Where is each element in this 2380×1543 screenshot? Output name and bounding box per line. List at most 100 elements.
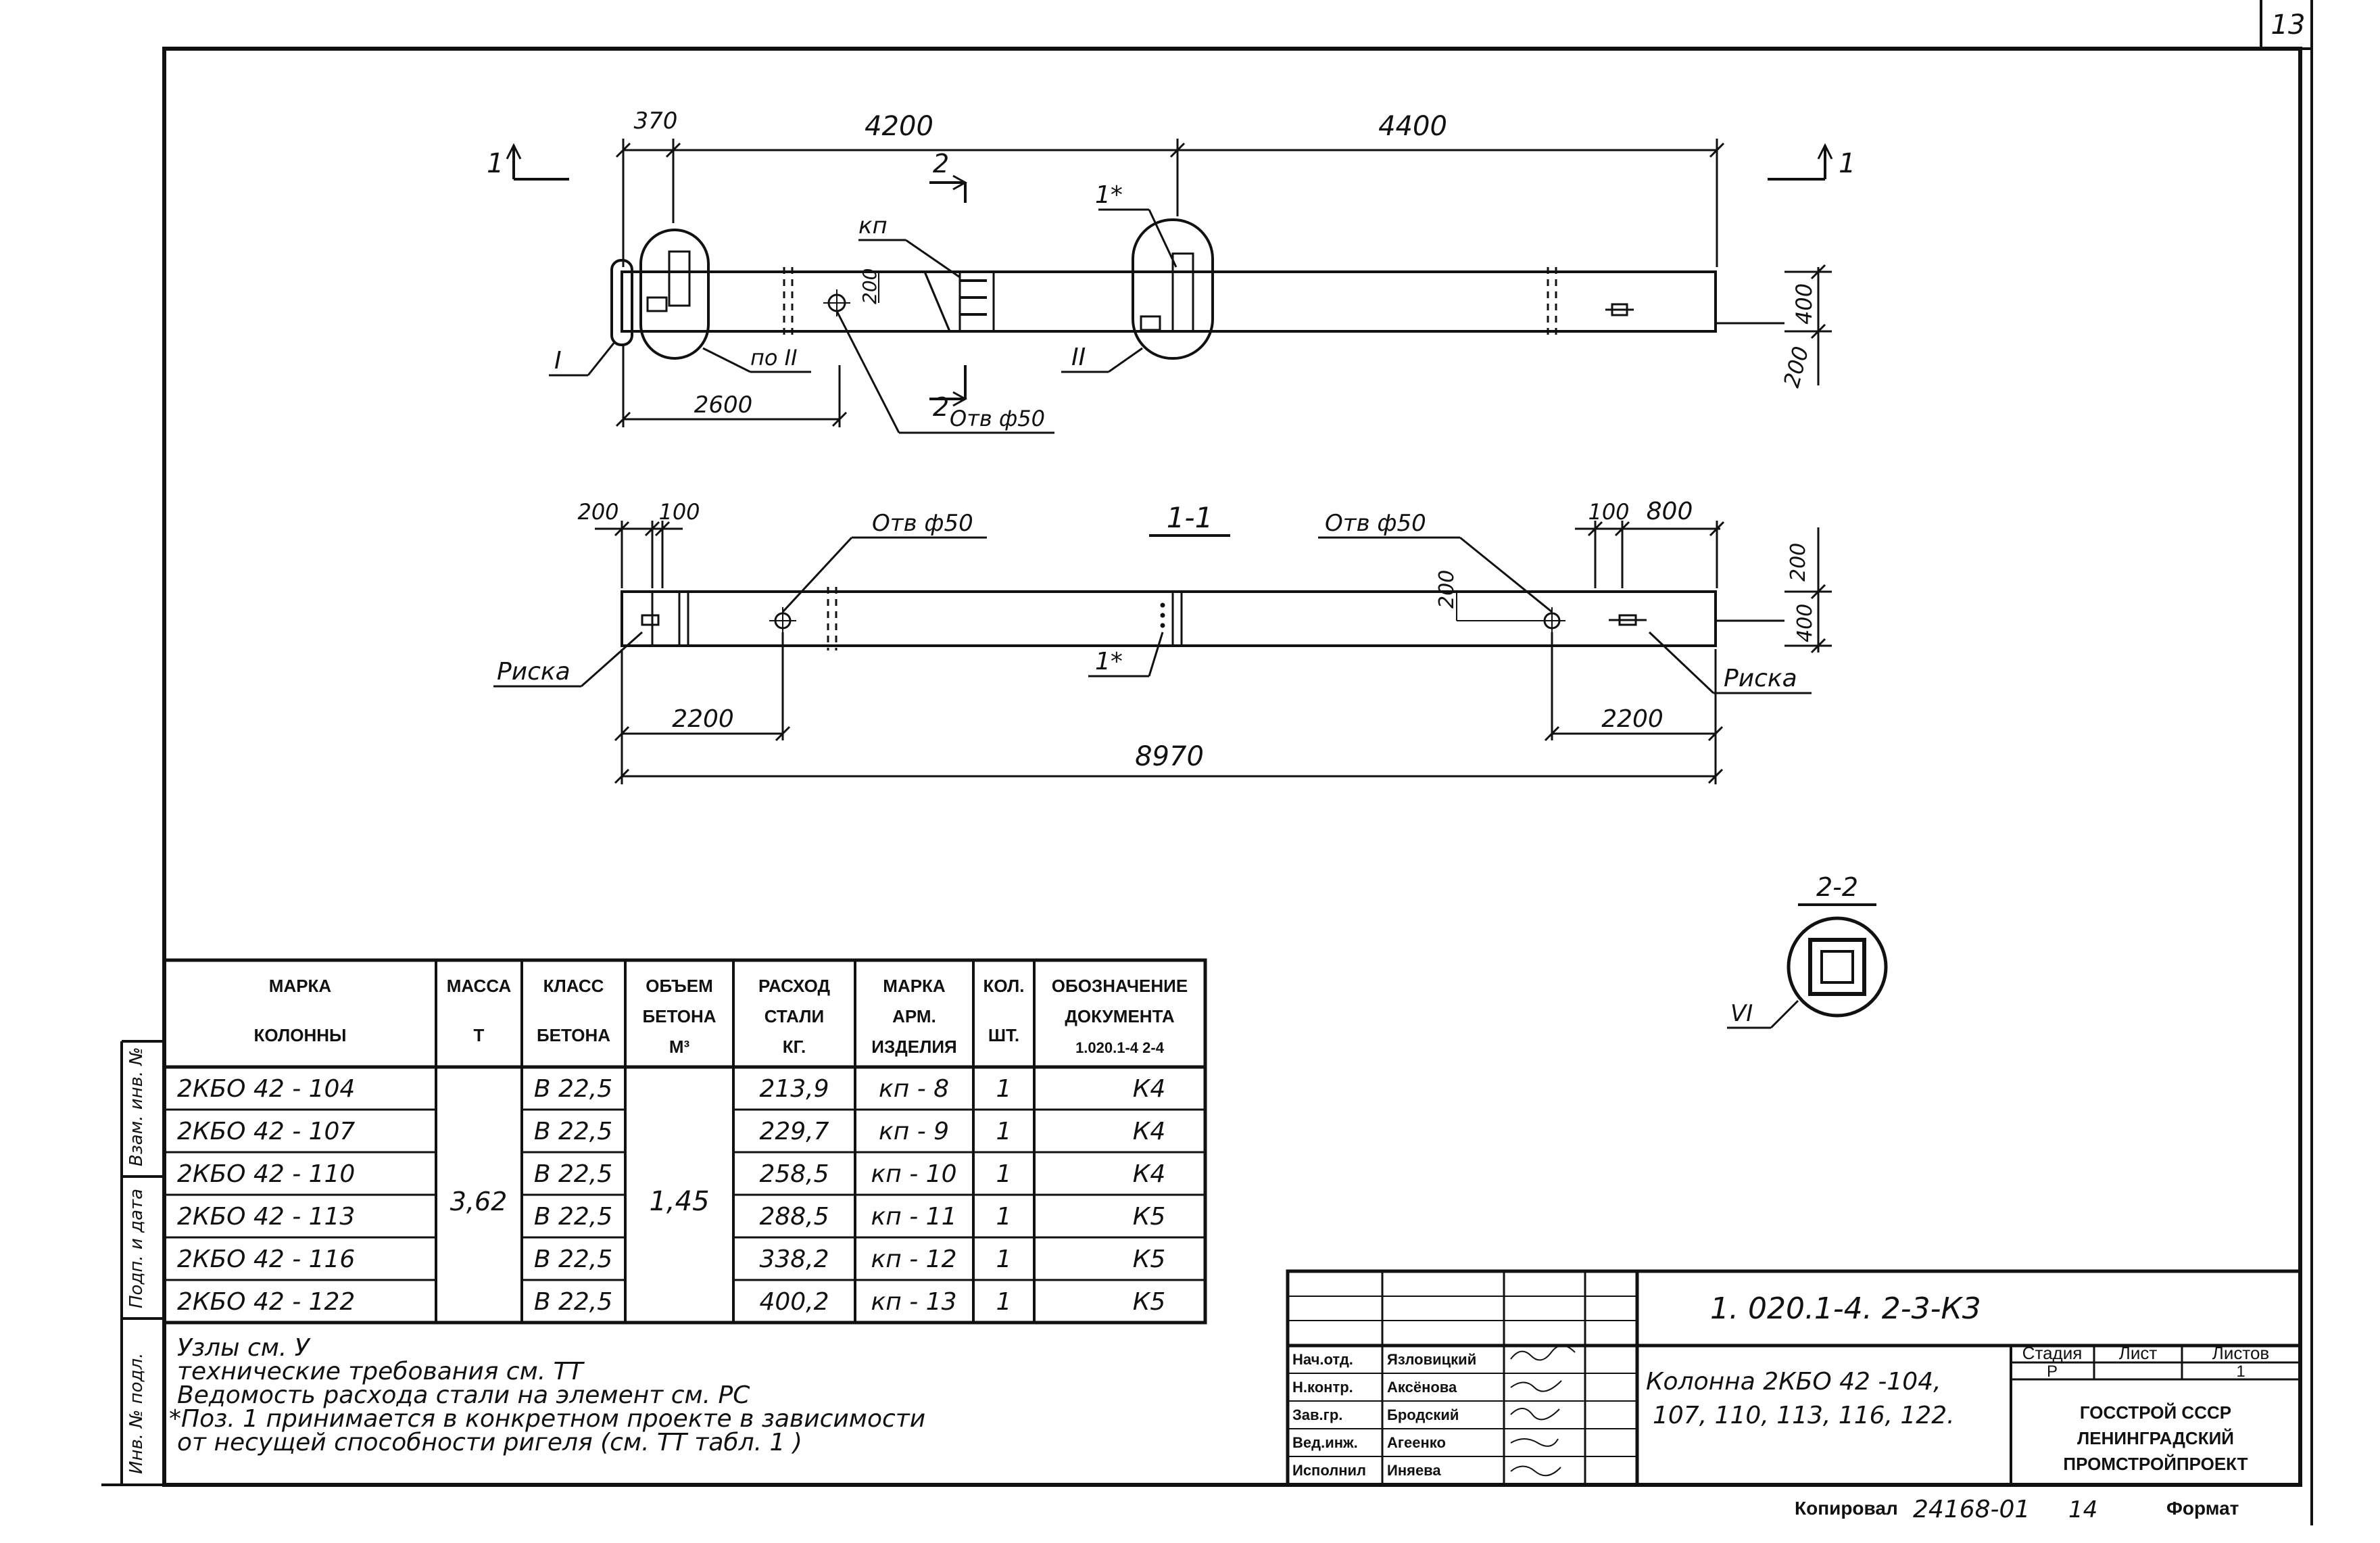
title-block-roles: Нач.отд.ЯзловицкийН.контр.АксёноваЗав.гр… — [1292, 1351, 1476, 1479]
spec-cell-steel: 338,2 — [759, 1245, 829, 1273]
dim-400-plan: 400 — [1791, 283, 1817, 325]
pos-1star-plan: 1* — [1095, 181, 1123, 209]
copy-note: Копировал — [1795, 1498, 1898, 1519]
spec-cell-mark: 2КБО 42 - 107 — [177, 1118, 355, 1145]
note-line-4: *Поз. 1 принимается в конкретном проекте… — [169, 1405, 925, 1433]
spec-cell-doc: К4 — [1133, 1160, 1165, 1188]
spec-header-4-l1: РАСХОД — [758, 976, 831, 996]
spec-header-7-l2: ДОКУМЕНТА — [1065, 1006, 1174, 1026]
beam-section-outline — [621, 590, 1717, 647]
spec-cell-doc: К5 — [1133, 1245, 1165, 1273]
spec-cell-steel: 258,5 — [759, 1160, 829, 1188]
doc-code: 1. 020.1-4. 2-3-К3 — [1710, 1291, 1981, 1326]
dim-8970: 8970 — [1135, 741, 1204, 772]
title-block — [1286, 1269, 2302, 1487]
spec-header-2-l3: БЕТОНА — [537, 1025, 610, 1045]
title-block-name: Бродский — [1387, 1406, 1459, 1423]
title-block-role: Нач.отд. — [1292, 1351, 1353, 1368]
side-stamp-inv: Инв. № подл. — [126, 1353, 147, 1474]
sheets-value: 1 — [2236, 1362, 2245, 1381]
section-2-2: 2-2 VI — [1727, 872, 1888, 1029]
sheet-frame: 13 — [162, 0, 2313, 1525]
note-line-3: Ведомость расхода стали на элемент см. Р… — [177, 1381, 750, 1409]
spec-volume-value: 1,45 — [649, 1186, 709, 1217]
title-block-name: Агеенко — [1387, 1434, 1446, 1451]
spec-mass-value: 3,62 — [450, 1187, 508, 1216]
pos-1star-sec: 1* — [1095, 648, 1123, 675]
dim-200-sec: 200 — [577, 499, 618, 525]
spec-cell-kp: кп - 13 — [871, 1288, 957, 1316]
dim-800-sec: 800 — [1647, 498, 1693, 525]
spec-cell-mark: 2КБО 42 - 104 — [177, 1075, 355, 1103]
spec-cell-doc: К4 — [1133, 1118, 1165, 1145]
dim-400-sec-right: 400 — [1793, 604, 1817, 642]
title-block-name: Язловицкий — [1387, 1351, 1476, 1368]
dim-100-sec-right: 100 — [1588, 499, 1629, 525]
section-2-2-title: 2-2 — [1816, 872, 1858, 902]
spec-cell-steel: 400,2 — [759, 1288, 829, 1316]
spec-header-5-l2: АРМ. — [892, 1006, 936, 1026]
note-line-2: технические требования см. ТТ — [177, 1358, 585, 1385]
spec-cell-kp: кп - 12 — [871, 1245, 957, 1273]
spec-header-5-l1: МАРКА — [883, 976, 946, 996]
spec-cell-concrete: В 22,5 — [534, 1245, 612, 1273]
spec-header-0-l3: КОЛОННЫ — [254, 1025, 347, 1045]
spec-cell-qty: 1 — [996, 1288, 1012, 1316]
dim-200-plan: 200 — [1778, 343, 1814, 390]
title-block-role: Вед.инж. — [1292, 1434, 1358, 1451]
spec-header-3-l3: М³ — [669, 1037, 690, 1057]
section-mark-left: 1 — [487, 148, 504, 179]
notes: Узлы см. У технические требования см. ТТ… — [169, 1334, 925, 1456]
note-line-5: от несущей способности ригеля (см. ТТ та… — [177, 1429, 802, 1456]
note-line-1: Узлы см. У — [177, 1334, 311, 1362]
spec-cell-kp: кп - 11 — [871, 1203, 957, 1231]
side-stamp-sign: Подп. и дата — [126, 1189, 147, 1308]
format-label: Формат — [2166, 1498, 2239, 1519]
spec-cell-concrete: В 22,5 — [534, 1118, 612, 1145]
title-block-role: Исполнил — [1292, 1462, 1366, 1479]
title-block-name: Аксёнова — [1387, 1379, 1457, 1396]
left-node-oval — [639, 229, 710, 360]
dim-2200-left: 2200 — [672, 705, 734, 733]
stage-header: Стадия — [2022, 1343, 2083, 1363]
spec-cell-concrete: В 22,5 — [534, 1203, 612, 1231]
riska-left: Риска — [497, 658, 570, 686]
spec-table — [162, 958, 1207, 1325]
spec-header-2-l1: КЛАСС — [543, 976, 604, 996]
spec-cell-steel: 213,9 — [759, 1075, 829, 1103]
middle-node-oval — [1132, 218, 1214, 360]
node-I-label: I — [554, 347, 562, 375]
beam-plan-outline — [621, 270, 1717, 333]
page-number: 13 — [2271, 9, 2306, 41]
hole-sec-right: Отв ф50 — [1325, 510, 1426, 537]
sheets-header: Листов — [2212, 1343, 2269, 1363]
copy-number: 24168-01 — [1913, 1496, 2030, 1523]
spec-header-4-l2: СТАЛИ — [764, 1006, 824, 1026]
spec-header-6-l1: КОЛ. — [983, 976, 1025, 996]
spec-cell-mark: 2КБО 42 - 110 — [177, 1160, 355, 1188]
po-II-label: по II — [750, 345, 798, 371]
spec-cell-doc: К5 — [1133, 1288, 1165, 1316]
spec-cell-concrete: В 22,5 — [534, 1288, 612, 1316]
section-2-2-circle — [1787, 916, 1888, 1018]
node-VI-label: VI — [1730, 1000, 1753, 1027]
cut-2-bottom: 2 — [933, 392, 949, 422]
dim-2200-right: 2200 — [1601, 705, 1663, 733]
dim-2600: 2600 — [694, 391, 753, 419]
spec-cell-qty: 1 — [996, 1118, 1012, 1145]
spec-cell-steel: 229,7 — [759, 1118, 829, 1145]
dim-200-sec-right: 200 — [1787, 543, 1810, 581]
node-II-label: II — [1071, 343, 1086, 371]
side-stamp: Инв. № подл. Подп. и дата Взам. инв. № — [101, 1040, 164, 1486]
spec-cell-doc: К5 — [1133, 1203, 1165, 1231]
spec-cell-concrete: В 22,5 — [534, 1160, 612, 1188]
dim-4400: 4400 — [1378, 111, 1447, 142]
side-stamp-replace: Взам. инв. № — [126, 1047, 147, 1166]
spec-cell-kp: кп - 9 — [879, 1118, 949, 1145]
spec-cell-kp: кп - 10 — [871, 1160, 957, 1188]
section-1-1: 1-1 200 100 100 800 200 400 200 — [493, 498, 1832, 784]
spec-header-7-l1: ОБОЗНАЧЕНИЕ — [1052, 976, 1188, 996]
org-line-3: ПРОМСТРОЙПРОЕКТ — [2063, 1454, 2248, 1474]
